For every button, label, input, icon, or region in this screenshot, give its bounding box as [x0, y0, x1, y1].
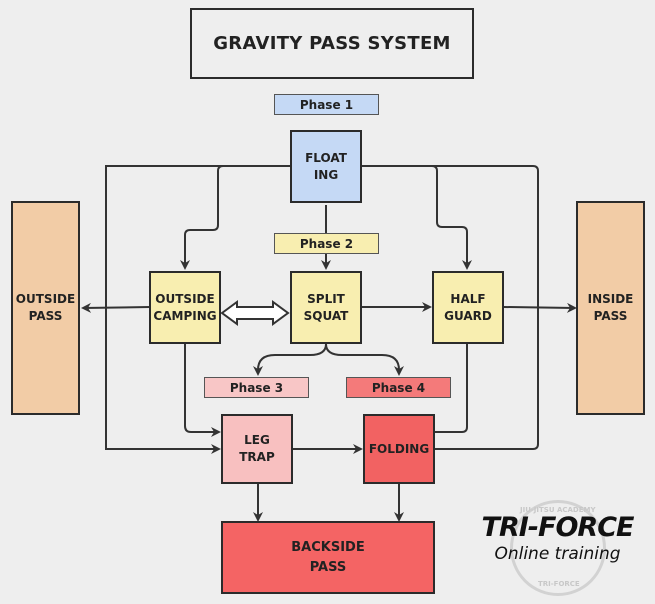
phase-1-label: Phase 1: [274, 94, 379, 115]
diagram-title: GRAVITY PASS SYSTEM: [190, 8, 474, 79]
logo-ring-text-top: JIU-JITSU ACADEMY: [520, 506, 596, 514]
node-leg-trap: LEG TRAP: [221, 414, 293, 484]
node-half-guard: HALF GUARD: [432, 271, 504, 344]
node-outside-pass: OUTSIDE PASS: [11, 201, 80, 415]
bidirectional-arrow-icon: [220, 300, 290, 326]
node-floating: FLOAT ING: [290, 130, 362, 203]
node-backside-pass: BACKSIDE PASS: [221, 521, 435, 594]
edge-split-squat-phase4: [325, 343, 404, 376]
edge-outside-camping-leg-trap: [184, 344, 221, 437]
phase-2-label: Phase 2: [274, 233, 379, 254]
edge-split-squat-phase3: [253, 343, 327, 376]
phase-3-label: Phase 3: [204, 377, 309, 398]
tri-force-logo: JIU-JITSU ACADEMY TRI-FORCE TRI-FORCE On…: [460, 500, 655, 604]
logo-main-text: TRI-FORCE: [481, 512, 635, 543]
edge-outside-camping-outside-pass: [81, 302, 151, 313]
node-outside-camping: OUTSIDE CAMPING: [149, 271, 221, 344]
phase-4-label: Phase 4: [346, 377, 451, 398]
edge-floating-outside-camping: [180, 165, 290, 270]
logo-ring-text-bottom: TRI-FORCE: [538, 580, 580, 588]
edge-half-guard-inside-pass: [503, 302, 577, 313]
edge-half-guard-folding: [363, 344, 468, 437]
node-inside-pass: INSIDE PASS: [576, 201, 645, 415]
logo-sub-text: Online training: [494, 544, 621, 564]
node-folding: FOLDING: [363, 414, 435, 484]
node-split-squat: SPLIT SQUAT: [290, 271, 362, 344]
edge-floating-half-guard: [362, 165, 472, 270]
logo-emblem-ring: [510, 500, 606, 596]
